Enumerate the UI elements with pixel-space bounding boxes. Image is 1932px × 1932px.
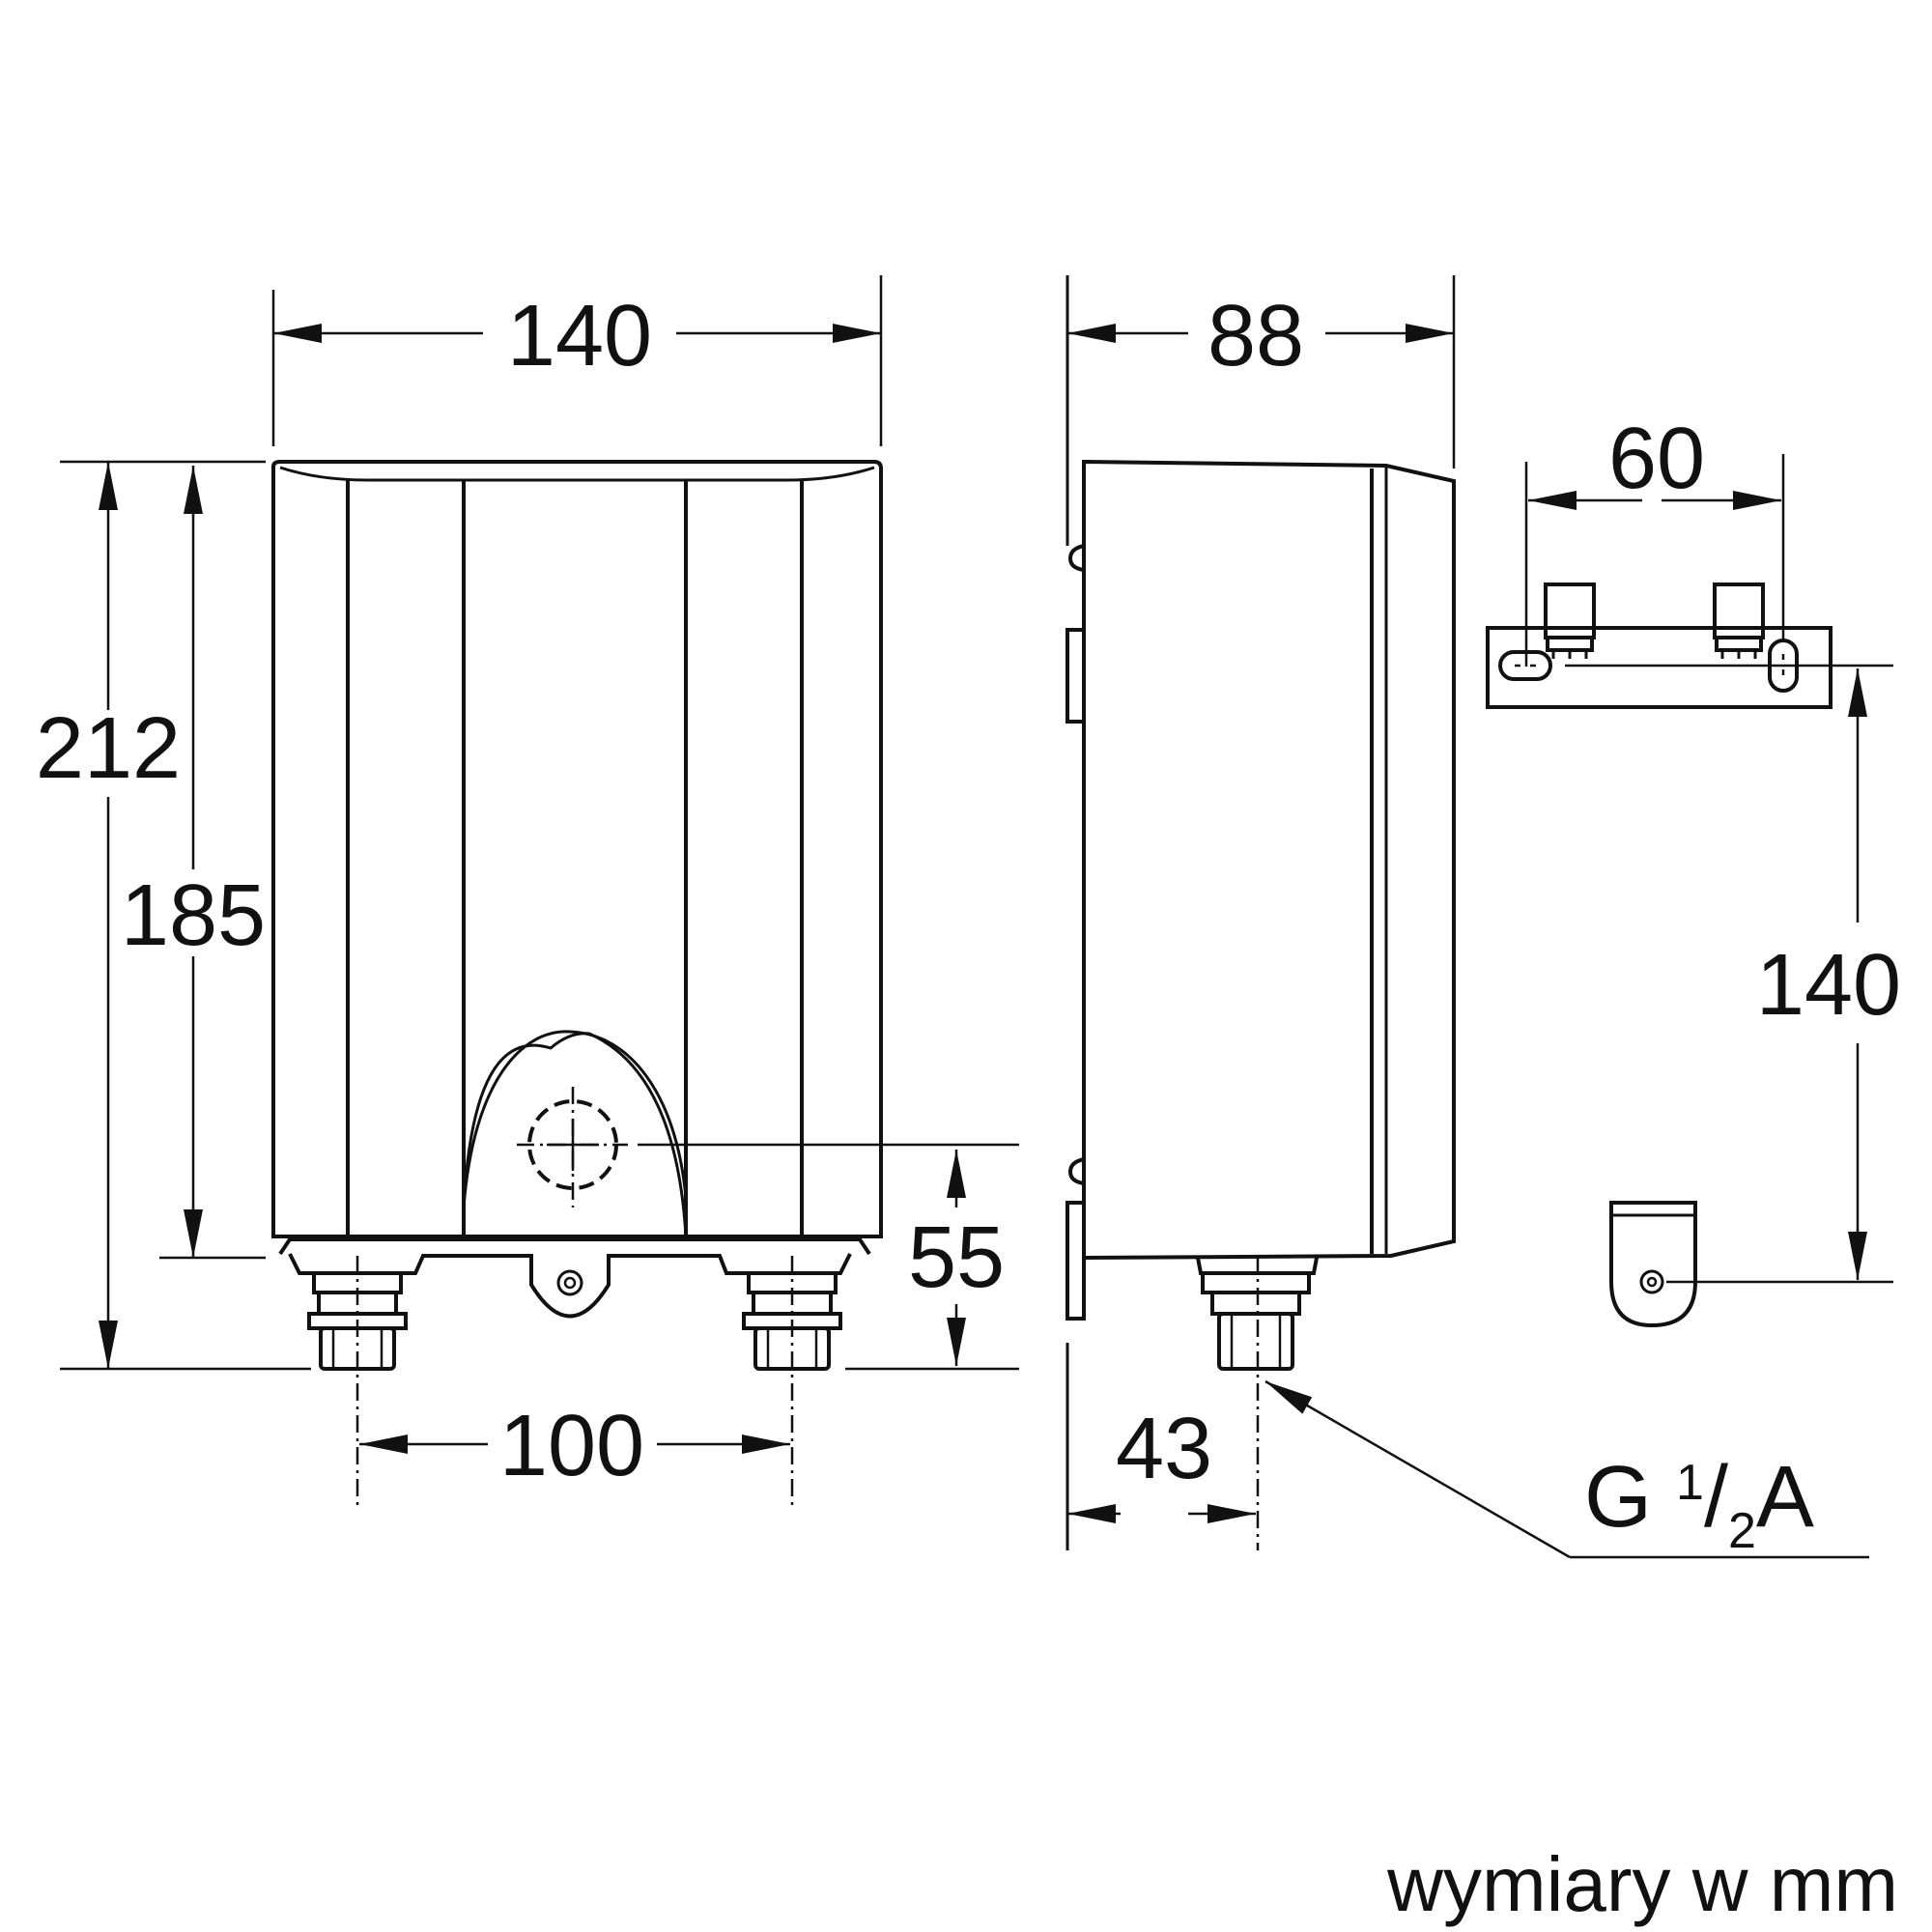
units-note: wymiary w mm	[1386, 1841, 1898, 1927]
front-view	[271, 460, 883, 1507]
dim-front-width: 140	[507, 288, 652, 384]
thread-label: G 1/2A	[1584, 1449, 1814, 1559]
side-water-connector	[1196, 1257, 1319, 1371]
dim-connection-spacing: 100	[499, 1398, 644, 1494]
dim-connection-height: 55	[908, 1209, 1005, 1306]
dim-bracket-hole-distance: 140	[1756, 937, 1901, 1034]
side-view	[1065, 275, 1456, 1550]
front-dimensions: 140 212 185 55 100	[36, 275, 1019, 1494]
bracket-dimensions: 60 140	[1524, 411, 1901, 1280]
dim-side-depth: 88	[1208, 288, 1304, 384]
dim-side-connection-offset: 43	[1116, 1401, 1212, 1497]
dim-body-height: 185	[121, 867, 266, 964]
dim-total-height: 212	[36, 700, 181, 797]
dim-bracket-width: 60	[1608, 411, 1705, 507]
side-dimensions: 88 43 G 1/2A	[1067, 275, 1869, 1559]
